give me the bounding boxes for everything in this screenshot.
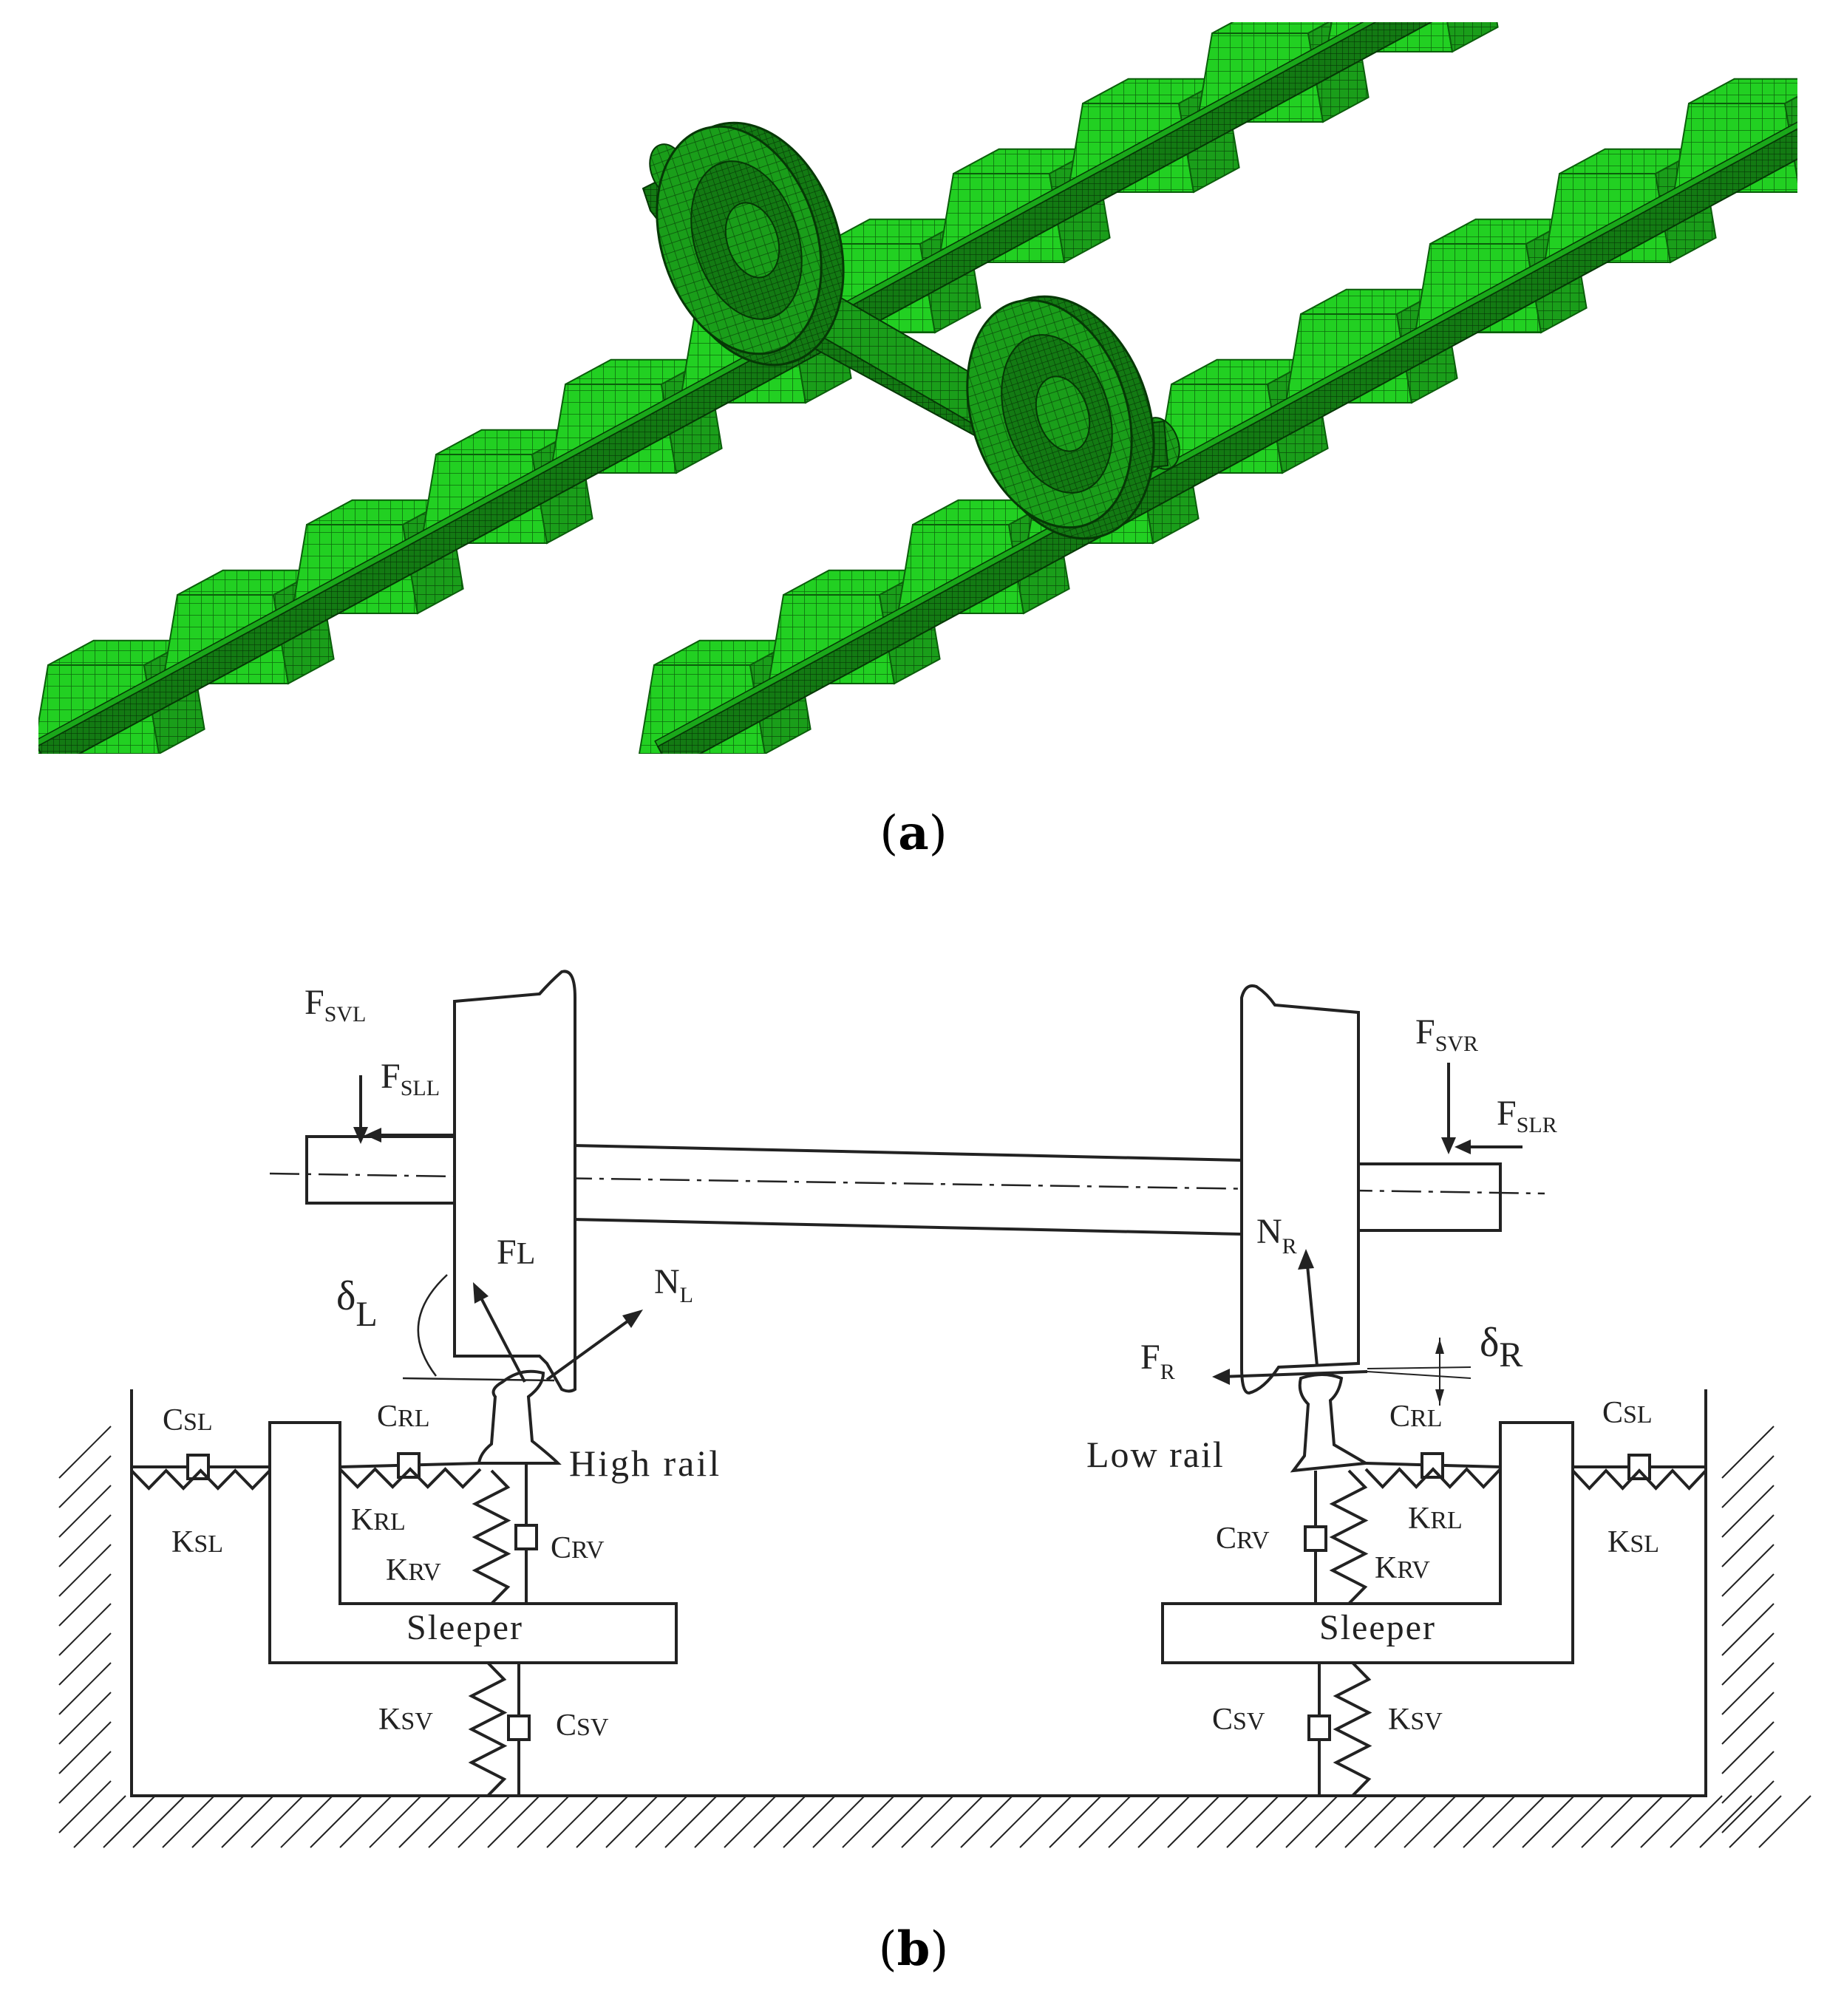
- delta-l-ref: [402, 1377, 555, 1382]
- fl-label: FL: [497, 1233, 535, 1272]
- right-journal: [1357, 1162, 1502, 1232]
- high-rail-profile: [477, 1369, 562, 1465]
- fslr-label: FSLR: [1497, 1094, 1557, 1137]
- fsll-label: FSLL: [381, 1057, 440, 1100]
- nr-label: NR: [1256, 1212, 1297, 1259]
- left-wheel-mesh: [656, 121, 845, 367]
- left-rail-mesh: [38, 22, 1433, 754]
- left-journal: [305, 1135, 456, 1205]
- left-spring-damper-set: [130, 1452, 538, 1797]
- fr-label: FR: [1140, 1338, 1175, 1384]
- left-sleeper-body: [268, 1421, 678, 1664]
- delta-r-ref1: [1367, 1366, 1472, 1369]
- c-rv-left-label: CRV: [551, 1531, 605, 1565]
- right-spring-damper-set: [1304, 1452, 1707, 1797]
- arrowheads: [353, 1127, 1471, 1404]
- left-wheel: [453, 970, 576, 1393]
- delta-l-arc: [417, 1274, 448, 1377]
- c-sv-left-label: CSV: [556, 1709, 609, 1743]
- k-sl-right-label: KSL: [1607, 1525, 1659, 1559]
- force-arrows: [359, 1063, 1522, 1406]
- nr-arrow: [1305, 1257, 1319, 1366]
- caption-a-letter: a: [898, 806, 929, 861]
- right-sleeper-body: [1161, 1421, 1574, 1664]
- spring-labels: CSL KSL CRL KRL KRV CRV KSV CSV CSL KSL CRL KRL KRV C…: [163, 1396, 1659, 1743]
- k-rl-left-label: KRL: [351, 1503, 406, 1537]
- axle-body: [571, 1143, 1243, 1236]
- c-rl-left-label: CRL: [377, 1400, 429, 1434]
- ground-hatch: [58, 1426, 1811, 1848]
- k-sv-right-label: KSV: [1388, 1703, 1443, 1737]
- c-rl-right-label: CRL: [1389, 1400, 1442, 1434]
- low-rail-label: Low rail: [1086, 1434, 1225, 1475]
- right-sleeper-label: Sleeper: [1319, 1608, 1436, 1647]
- caption-b: (b): [878, 1921, 949, 1977]
- k-rv-left-label: KRV: [386, 1553, 441, 1587]
- fsvl-label: FSVL: [304, 983, 366, 1026]
- nl-arrow: [545, 1314, 637, 1381]
- fr-arrow: [1220, 1370, 1368, 1378]
- k-sl-left-label: KSL: [171, 1525, 223, 1559]
- delta-r-ref2: [1367, 1371, 1472, 1379]
- right-wheel-mesh: [966, 295, 1155, 540]
- fl-arrow: [475, 1289, 526, 1383]
- delta-r-label: δR: [1480, 1320, 1522, 1375]
- right-wheel: [1240, 984, 1360, 1395]
- delta-l-label: δL: [336, 1273, 378, 1334]
- panel-b-schematic: FSVL FSLL FSVR FSLR FL NL NR FR δL δR Hi…: [0, 953, 1827, 1877]
- k-rl-right-label: KRL: [1408, 1502, 1463, 1536]
- low-rail-profile: [1290, 1373, 1371, 1473]
- nl-label: NL: [654, 1262, 693, 1307]
- left-sleeper-label: Sleeper: [406, 1608, 523, 1647]
- fsvr-label: FSVR: [1415, 1012, 1478, 1056]
- c-sl-right-label: CSL: [1602, 1396, 1653, 1430]
- k-rv-right-label: KRV: [1375, 1551, 1430, 1585]
- caption-b-letter: b: [897, 1921, 930, 1977]
- c-sl-left-label: CSL: [163, 1403, 213, 1437]
- foundation-frame: [130, 1389, 1707, 1797]
- right-rail-mesh: [654, 121, 1797, 754]
- caption-a: (a): [880, 806, 947, 861]
- high-rail-label: High rail: [569, 1443, 721, 1484]
- right-track-sleeper-block: [1803, 9, 1827, 122]
- c-sv-right-label: CSV: [1212, 1703, 1265, 1737]
- panel-a-fe-mesh: [0, 0, 1827, 783]
- k-sv-left-label: KSV: [378, 1703, 433, 1737]
- c-rv-right-label: CRV: [1216, 1522, 1270, 1556]
- wheelset-track-mesh: [38, 9, 1827, 754]
- wheel-rail-model-diagram: FSVL FSLL FSVR FSLR FL NL NR FR δL δR Hi…: [58, 970, 1811, 1848]
